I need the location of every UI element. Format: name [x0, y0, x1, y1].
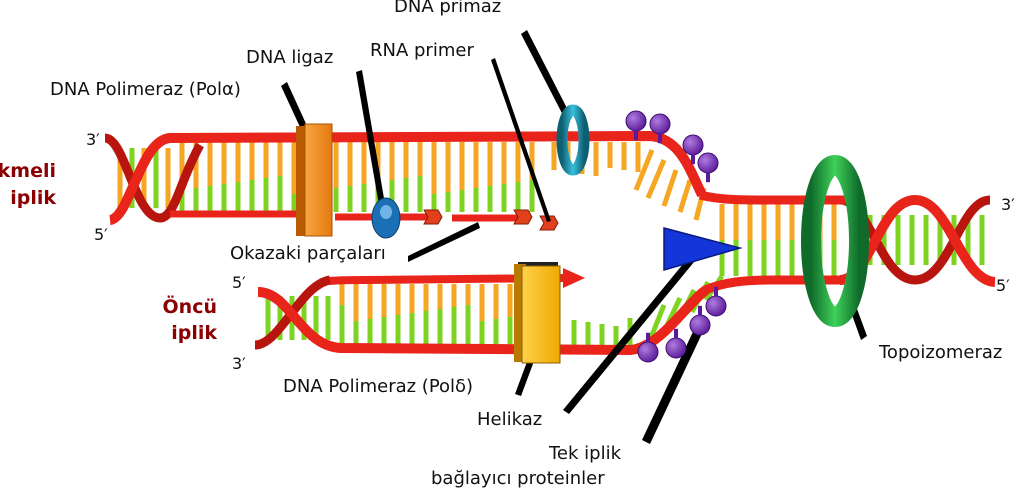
leading-strand-arrowhead	[563, 268, 585, 288]
pointer-ssb	[642, 319, 707, 444]
label-lagging-strand-line1: Gecikmeli	[0, 160, 56, 182]
ssb-protein-7	[689, 314, 711, 336]
helicase-wedge	[663, 227, 743, 271]
dna-primase	[556, 104, 590, 176]
base-fork-upper	[633, 149, 655, 191]
rna-primer-1	[423, 209, 443, 225]
dna-ligase-hole	[380, 205, 392, 219]
dna-primase-ring	[556, 104, 590, 176]
label-topoisomerase: Topoizomeraz	[879, 342, 1003, 363]
pointer-rna-primer	[491, 58, 551, 222]
pointer-primase	[521, 30, 572, 121]
dna-ligase	[371, 197, 401, 239]
ssb-protein-5	[637, 341, 659, 363]
ssb-protein-1	[625, 110, 647, 132]
topoisomerase	[801, 155, 869, 327]
label-helicase: Helikaz	[477, 409, 543, 430]
end-leading-3prime: 3′	[232, 354, 246, 373]
pointer-lines	[281, 30, 867, 444]
ssb-protein-4	[697, 152, 719, 174]
rna-primers	[423, 209, 559, 231]
leading-nascent-strand	[329, 274, 566, 285]
end-right-3prime: 3′	[1001, 195, 1015, 214]
base-fork-upper	[677, 179, 693, 213]
end-lagging-5prime: 5′	[94, 225, 108, 244]
ssb-protein-6	[665, 337, 687, 359]
pointer-helicase	[563, 258, 694, 414]
end-lagging-3prime: 3′	[86, 130, 100, 149]
label-pol-alpha: DNA Polimeraz (Polα)	[50, 79, 241, 100]
label-dna-ligase: DNA ligaz	[246, 47, 334, 68]
ssb-protein-2	[649, 113, 671, 135]
dna-polymerase-delta	[514, 262, 561, 364]
dna-polymerase-alpha	[296, 123, 333, 237]
pol-alpha-body	[304, 123, 333, 237]
label-dna-primase: DNA primaz	[394, 0, 502, 17]
label-leading-strand-line1: Öncü	[162, 296, 217, 318]
end-leading-5prime: 5′	[232, 273, 246, 292]
leading-template-backbone	[257, 285, 710, 356]
ssb-protein-8	[705, 295, 727, 317]
label-ssb-line2: bağlayıcı proteinler	[431, 468, 605, 489]
label-ssb-line1: Tek iplik	[549, 443, 622, 464]
base-fork-lower	[647, 304, 667, 341]
label-okazaki-fragments: Okazaki parçaları	[230, 243, 386, 264]
ssb-protein-3	[682, 134, 704, 156]
lagging-helix-back	[103, 133, 204, 223]
base-fork-upper	[645, 159, 667, 199]
helicase	[663, 227, 743, 271]
parental-backbone-bottom	[703, 275, 845, 295]
label-rna-primer: RNA primer	[370, 40, 474, 61]
single-strand-binding-proteins	[625, 110, 727, 363]
pointer-okazaki	[408, 222, 480, 262]
label-leading-strand-line2: iplik	[171, 322, 217, 344]
label-pol-delta: DNA Polimeraz (Polδ)	[283, 376, 474, 397]
rna-primer-2	[513, 209, 533, 225]
end-right-5prime: 5′	[996, 276, 1010, 295]
topoisomerase-ring	[801, 155, 869, 327]
label-lagging-strand-line2: iplik	[10, 187, 56, 209]
pol-delta-body	[521, 265, 561, 364]
parental-backbone-top	[698, 190, 845, 205]
rna-primer-3	[539, 215, 559, 231]
lagging-template-backbone	[108, 130, 707, 225]
base-fork-upper	[661, 169, 679, 207]
pointer-ligase	[356, 70, 386, 211]
leading-strand-helix	[254, 268, 710, 356]
